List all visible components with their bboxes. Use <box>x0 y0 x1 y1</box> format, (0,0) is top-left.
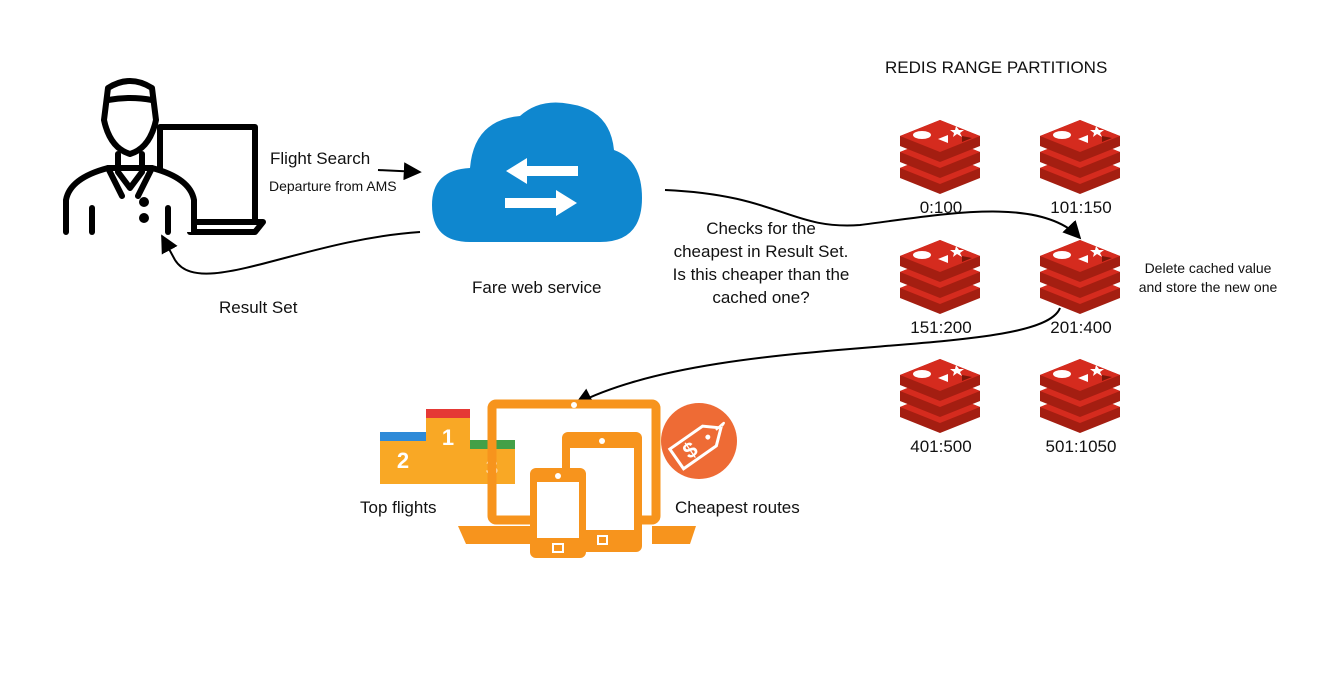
redis-logo-icon <box>900 359 980 433</box>
devices-icon <box>458 399 696 558</box>
partition-label-1: 0:100 <box>919 198 963 217</box>
departure-label: Departure from AMS <box>269 178 397 194</box>
partition-label-6: 501:1050 <box>1045 437 1117 456</box>
podium-place-2: 2 <box>397 448 409 473</box>
cloud-service-icon <box>432 102 642 242</box>
result-set-label: Result Set <box>219 298 298 317</box>
redis-logo-icon <box>900 240 980 314</box>
partition-label-3: 151:200 <box>910 318 972 337</box>
cache-note-line-1: Delete cached value <box>1144 260 1272 276</box>
podium-place-1: 1 <box>442 425 454 450</box>
fare-service-label: Fare web service <box>472 278 602 297</box>
redis-title: REDIS RANGE PARTITIONS <box>885 58 1108 77</box>
check-line-4: cached one? <box>712 288 810 307</box>
check-description: Checks for the cheapest in Result Set. I… <box>650 217 872 309</box>
check-line-2: cheapest in Result Set. <box>673 242 849 261</box>
user-laptop-icon <box>63 78 266 235</box>
check-cache-arrow <box>664 189 1082 240</box>
cache-note: Delete cached value and store the new on… <box>1124 259 1292 297</box>
cache-note-line-2: and store the new one <box>1138 279 1278 295</box>
store-result-arrow <box>574 307 1061 405</box>
redis-logo-icon <box>1040 359 1120 433</box>
partition-label-4: 201:400 <box>1050 318 1112 337</box>
redis-partitions <box>900 120 1120 433</box>
redis-logo-icon <box>900 120 980 194</box>
price-tag-icon: $ <box>661 403 737 479</box>
flight-search-arrow <box>377 162 422 181</box>
cheapest-routes-label: Cheapest routes <box>675 498 800 517</box>
check-line-3: Is this cheaper than the <box>672 265 850 284</box>
partition-label-2: 101:150 <box>1050 198 1112 217</box>
top-flights-label: Top flights <box>360 498 437 517</box>
check-line-1: Checks for the <box>706 219 816 238</box>
result-set-arrow <box>161 231 421 275</box>
flight-search-label: Flight Search <box>270 149 371 168</box>
redis-logo-icon <box>1040 240 1120 314</box>
partition-label-5: 401:500 <box>910 437 972 456</box>
redis-logo-icon <box>1040 120 1120 194</box>
